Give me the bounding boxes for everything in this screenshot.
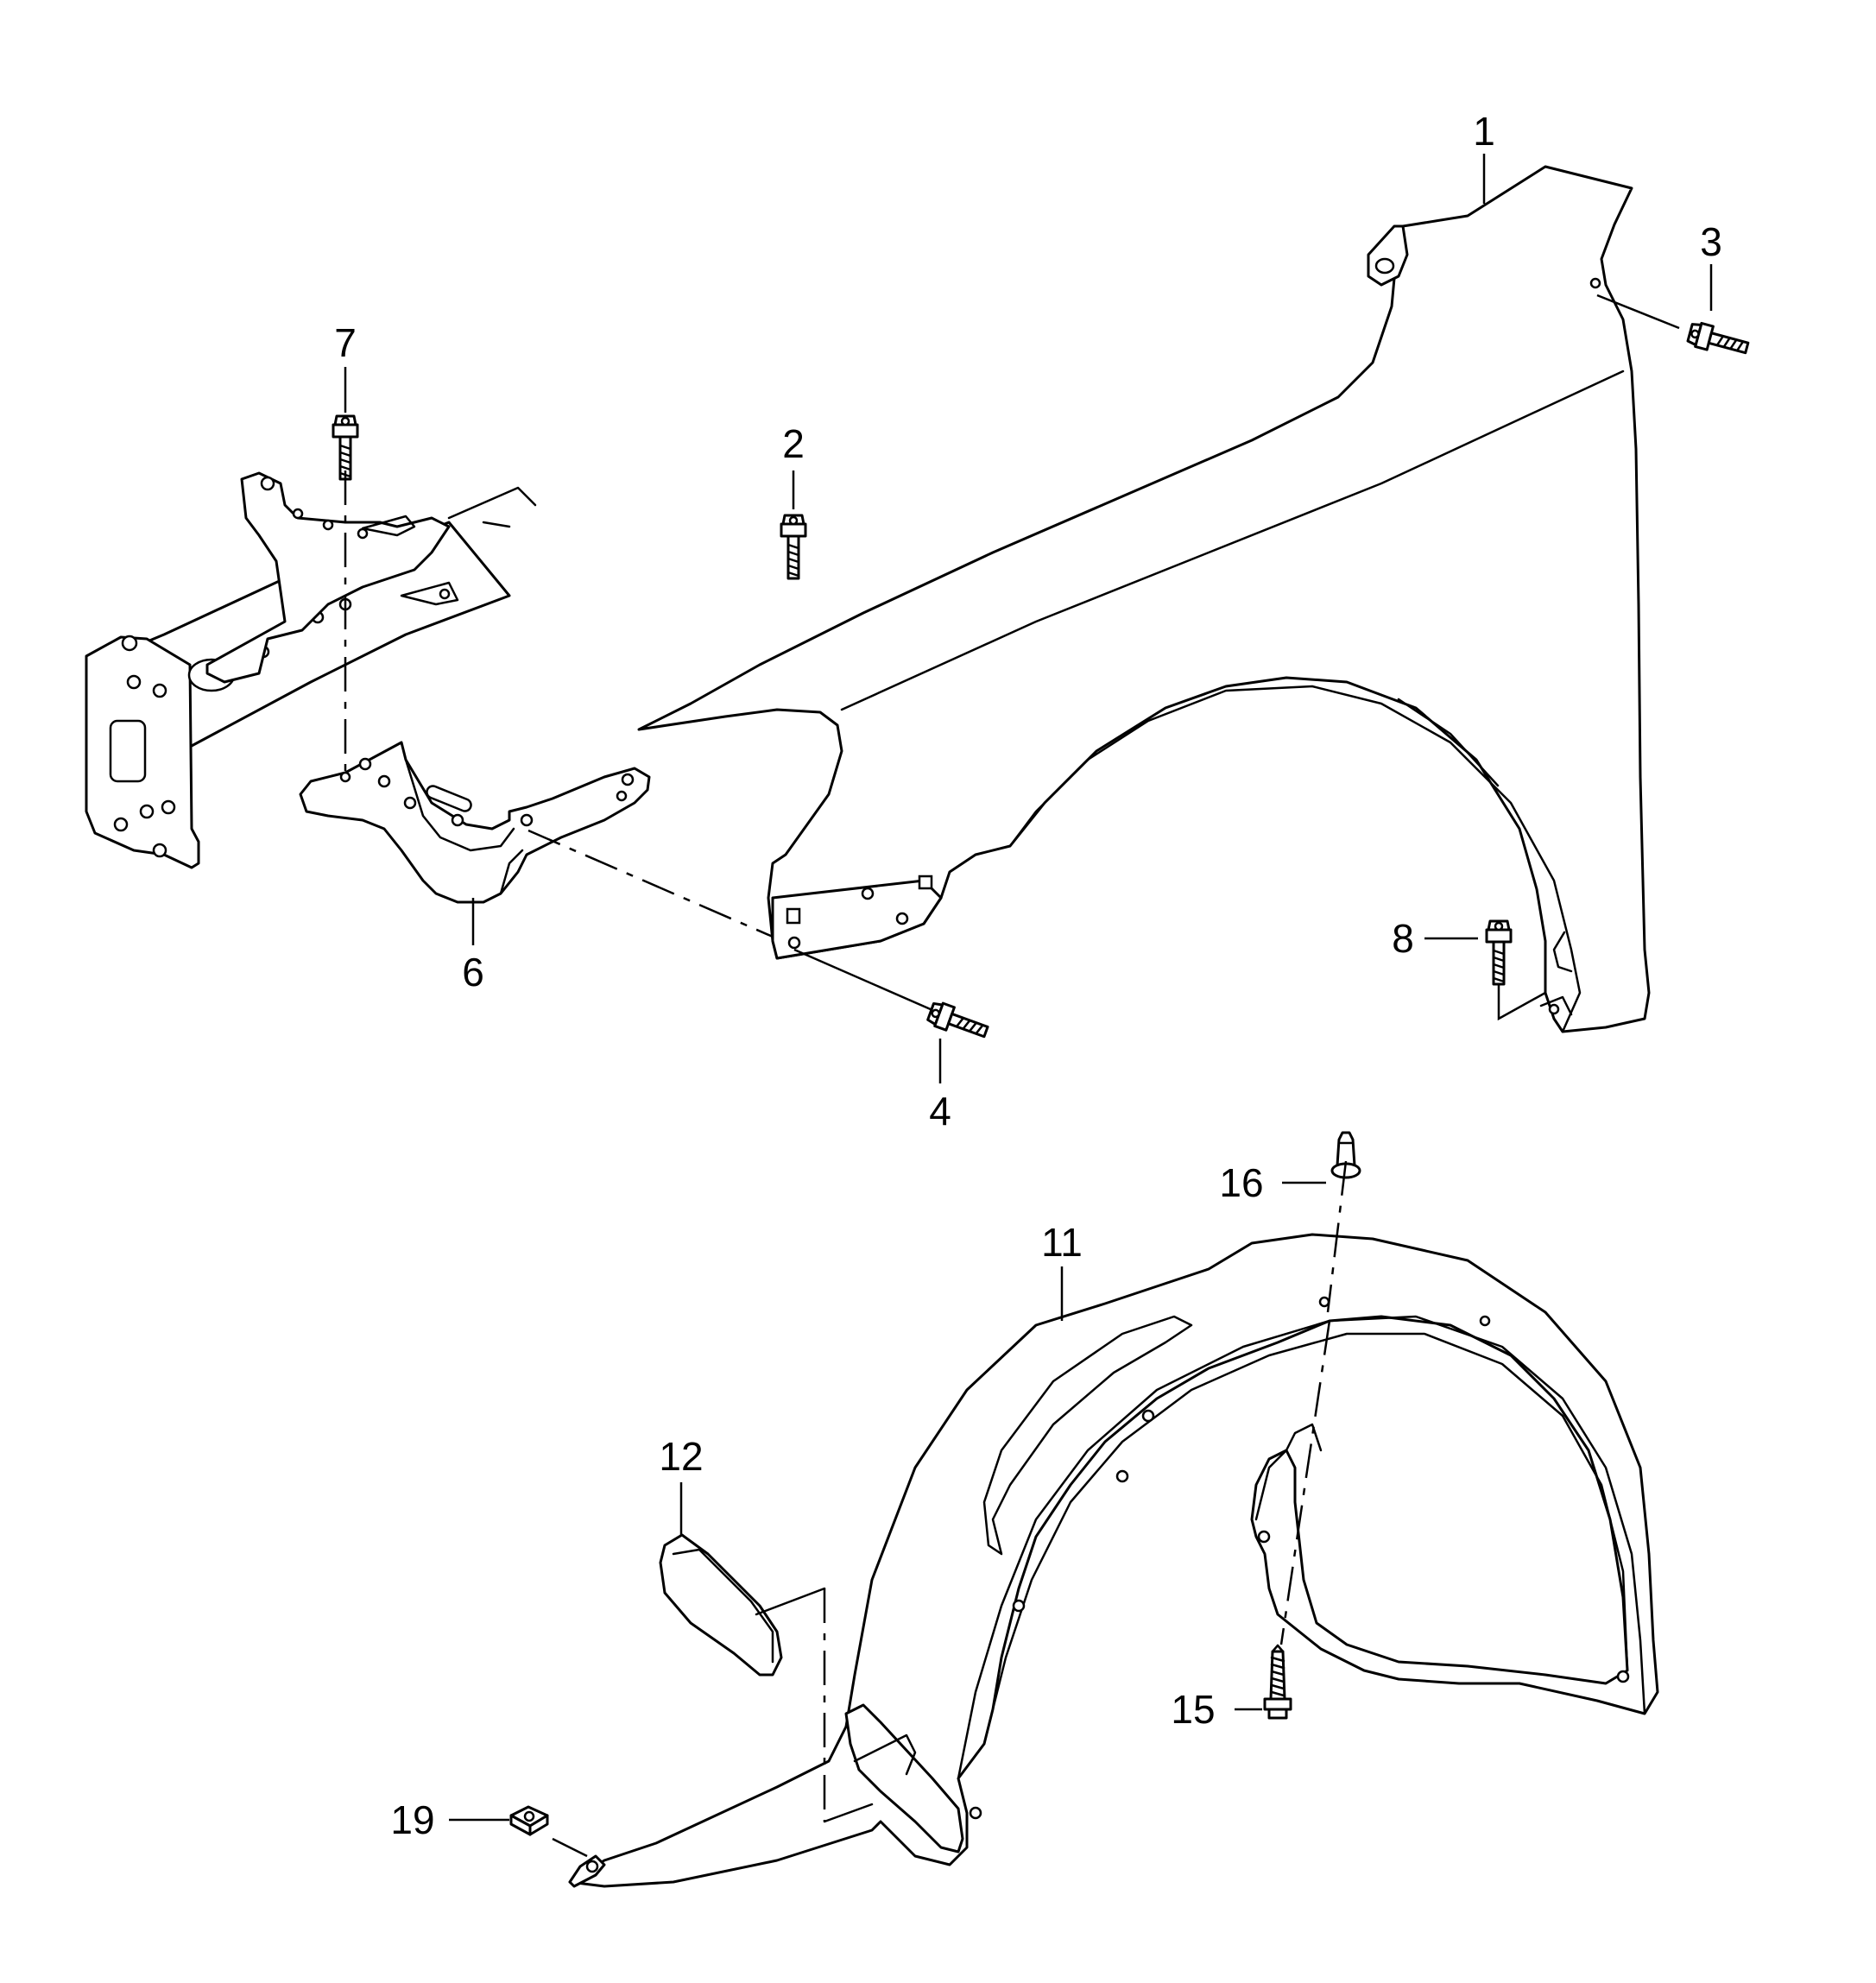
callout-6: 6 xyxy=(462,950,484,995)
wheel-arch-liner-icon xyxy=(568,1233,1659,1888)
bolt-icon xyxy=(332,414,359,481)
front-frame-rail-icon xyxy=(85,471,537,869)
speed-nut-icon xyxy=(509,1805,549,1836)
fender-panel-icon xyxy=(637,165,1651,1033)
callout-7: 7 xyxy=(334,320,357,365)
callout-2: 2 xyxy=(782,421,805,466)
callout-16: 16 xyxy=(1219,1160,1263,1205)
callout-11: 11 xyxy=(1041,1220,1083,1265)
callout-15: 15 xyxy=(1171,1687,1215,1732)
bolt-icon xyxy=(926,1001,989,1039)
callout-8: 8 xyxy=(1392,916,1414,961)
tapping-screw-icon xyxy=(1263,1644,1292,1720)
callout-4: 4 xyxy=(929,1089,951,1134)
assembly-lines xyxy=(344,294,1680,1858)
callout-12: 12 xyxy=(659,1434,703,1479)
callout-1: 1 xyxy=(1473,109,1495,154)
bolt-icon xyxy=(1686,321,1750,355)
bolt-icon xyxy=(1485,919,1513,986)
callout-19: 19 xyxy=(390,1797,434,1842)
callout-leaders xyxy=(344,154,1713,1822)
bolt-icon xyxy=(780,514,807,580)
callout-3: 3 xyxy=(1700,219,1722,264)
expanding-rivet-icon xyxy=(1330,1131,1361,1179)
mounting-bracket-icon xyxy=(299,741,651,904)
foam-pad-icon xyxy=(659,1533,783,1677)
